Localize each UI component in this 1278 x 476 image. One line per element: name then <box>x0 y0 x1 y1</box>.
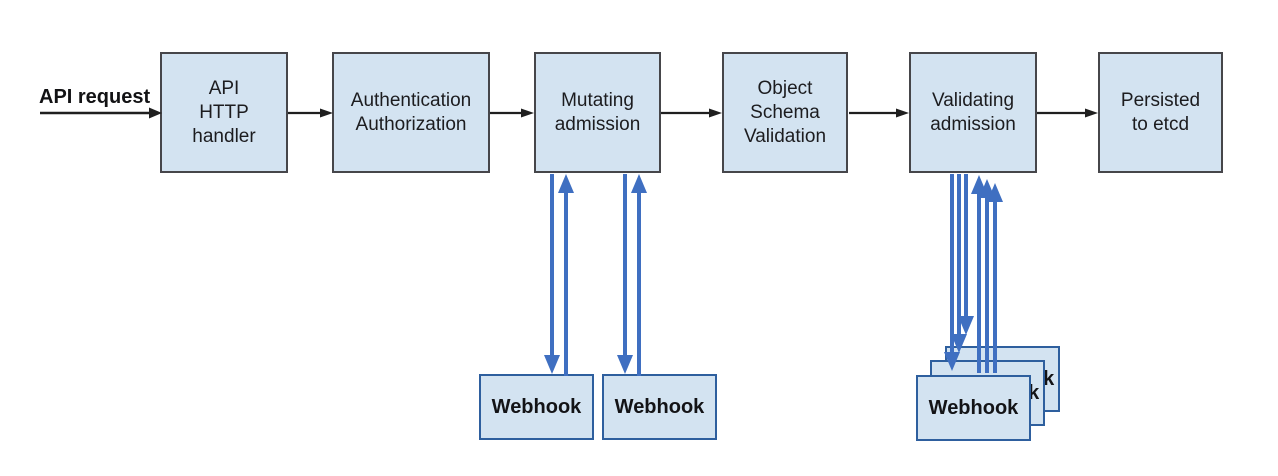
mutating-webhook1-return-arrow <box>558 174 574 376</box>
webhook-box-mutating-1: Webhook <box>479 374 594 440</box>
box-label-line: admission <box>554 113 641 135</box>
mutating-webhook1-call-arrow <box>544 174 560 374</box>
webhook-label: Webhook <box>614 395 705 418</box>
webhook-box-mutating-2: Webhook <box>602 374 717 440</box>
flow-box-persisted-to-etcd: Persisted to etcd <box>1098 52 1223 173</box>
box-label-line: Validating <box>931 89 1015 111</box>
box-label-line: Mutating <box>561 89 634 111</box>
flow-arrow-auth-to-mutating <box>490 108 534 118</box>
webhook-label: Webhook <box>491 395 582 418</box>
validating-webhook-call-arrow-1 <box>944 174 960 371</box>
flow-box-api-http-handler: API HTTP handler <box>160 52 288 173</box>
mutating-webhook2-call-arrow <box>617 174 633 374</box>
api-request-arrow <box>40 107 162 119</box>
validating-webhook-return-arrow-3 <box>987 183 1003 373</box>
validating-webhook-call-arrow-3 <box>958 174 974 335</box>
flow-arrow-handler-to-auth <box>288 108 333 118</box>
box-label-line: handler <box>192 125 256 147</box>
box-label-line: Persisted <box>1120 89 1201 111</box>
flow-arrow-validating-to-etcd <box>1037 108 1098 118</box>
box-label-line: Object <box>757 77 813 99</box>
box-label-line: Authorization <box>355 113 467 135</box>
box-label-line: Schema <box>750 101 820 123</box>
flow-arrow-mutating-to-schema <box>661 108 722 118</box>
box-label-line: to etcd <box>1131 113 1190 135</box>
mutating-webhook2-return-arrow <box>631 174 647 376</box>
flow-box-authentication-authorization: Authentication Authorization <box>332 52 490 173</box>
webhook-box-validating-front: Webhook <box>916 375 1031 441</box>
box-label-line: Authentication <box>350 89 472 111</box>
box-label-line: Validation <box>743 125 827 147</box>
flow-box-object-schema-validation: Object Schema Validation <box>722 52 848 173</box>
api-request-label: API request <box>39 86 151 108</box>
validating-webhook-return-arrow-2 <box>979 179 995 373</box>
flow-box-validating-admission: Validating admission <box>909 52 1037 173</box>
box-label-line: API <box>208 77 240 99</box>
flow-box-mutating-admission: Mutating admission <box>534 52 661 173</box>
flow-arrow-schema-to-validating <box>849 108 909 118</box>
box-label-line: HTTP <box>199 101 249 123</box>
validating-webhook-call-arrow-2 <box>951 174 967 353</box>
webhook-label: Webhook <box>928 396 1019 419</box>
box-label-line: admission <box>930 113 1016 135</box>
validating-webhook-return-arrow-1 <box>971 175 987 373</box>
